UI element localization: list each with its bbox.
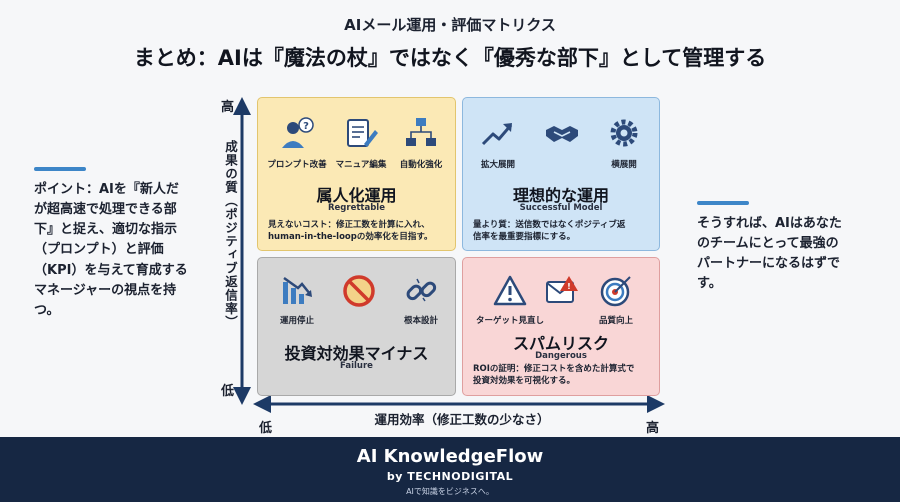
page-subtitle: AIメール運用・評価マトリクス [344, 16, 556, 34]
flowchart-icon [406, 118, 436, 146]
quadrant-title: 属人化運用 [316, 186, 397, 205]
document-edit-icon [347, 119, 378, 147]
quadrant-description: 量より質：送信数ではなくポジティブ返 信率を最重要指標にする。 [473, 220, 653, 244]
left-accent-bar [34, 167, 86, 171]
prohibited-icon [343, 275, 375, 307]
left-point-line: ポイント：AIを『新人だ [34, 182, 179, 197]
quadrant-description: ROIの証明：修正コストを含めた計算式で 投資対効果を可視化する。 [473, 364, 653, 388]
target-icon [600, 276, 631, 307]
quadrant-english-label: Dangerous [535, 351, 587, 361]
mail-alert-icon: ! [546, 276, 578, 303]
y-axis-low-label: 低 [221, 384, 235, 399]
quadrant-title: スパムリスク [512, 334, 609, 353]
left-point-line: （KPI）を与えて育成する [34, 262, 188, 278]
handshake-icon [546, 126, 578, 142]
left-point-line: （プロンプト）と評価 [34, 242, 164, 258]
gear-icon [610, 119, 638, 147]
description-line: ROIの証明：修正コストを含めた計算式で [473, 364, 635, 374]
quadrant-description: 見えないコスト：修正工数を計算に入れ、 human-in-the-loopの効率… [268, 220, 448, 244]
right-point-line: パートナーになるはずで [697, 256, 841, 272]
icon-label: プロンプト改善 [267, 160, 327, 170]
quadrant-failure: 運用停止 根本設計 投資対効果マイナス Failure [257, 257, 456, 396]
quadrant-english-label: Regrettable [328, 203, 385, 213]
icon-label: 品質向上 [598, 316, 633, 326]
description-line: 信率を最重要指標にする。 [473, 231, 576, 242]
icon-label: 根本設計 [403, 316, 438, 326]
icon-label: 拡大展開 [480, 160, 515, 170]
icon-label: 運用停止 [279, 316, 314, 326]
svg-text:!: ! [567, 282, 571, 291]
trend-up-icon [481, 123, 513, 146]
quadrant-english-label: Failure [340, 361, 373, 371]
right-accent-bar [697, 201, 749, 205]
footer-company: by TECHNODIGITAL [386, 470, 514, 483]
icon-label: 自動化強化 [399, 160, 443, 170]
quadrant-title: 投資対効果マイナス [284, 344, 429, 363]
left-point-line: が超高速で処理できる部 [34, 202, 177, 218]
footer-brand: AI KnowledgeFlow [356, 446, 544, 467]
description-line: 投資対効果を可視化する。 [473, 375, 576, 386]
description-line: human-in-the-loopの効率化を目指す。 [268, 231, 433, 242]
x-axis-title: 運用効率（修正工数の少なさ） [374, 412, 550, 427]
icon-label: ターゲット見直し [475, 316, 544, 326]
right-point-line: そうすれば、AIはあなた [697, 216, 842, 231]
y-axis-title: 成果の質（ポジティブ返信率） [223, 140, 238, 329]
footer-banner: AI KnowledgeFlow by TECHNODIGITAL AIで知識を… [0, 437, 900, 502]
footer-tagline: AIで知識をビジネスへ。 [406, 487, 494, 496]
left-point-text: ポイント：AIを『新人だ が超高速で処理できる部 下』と捉え、適切な指示 （プロ… [34, 180, 214, 321]
right-point-line: のチームにとって最強の [697, 236, 839, 252]
x-axis-low-label: 低 [259, 421, 273, 436]
right-point-line: す。 [697, 276, 722, 292]
left-point-line: つ。 [34, 302, 60, 318]
chart-down-icon [283, 276, 312, 304]
page-title: まとめ：AIは『魔法の杖』ではなく『優秀な部下』として管理する [133, 46, 767, 70]
right-point-text: そうすれば、AIはあなた のチームにとって最強の パートナーになるはずで す。 [697, 214, 867, 295]
quadrant-title: 理想的な運用 [512, 186, 609, 205]
icon-label: マニュア編集 [335, 160, 387, 170]
x-axis-high-label: 高 [646, 421, 660, 436]
svg-text:?: ? [303, 121, 309, 132]
warning-icon [493, 275, 527, 306]
quadrant-successful-model: 拡大展開 横展開 理想的な運用 Successful Model 量より質：送信… [462, 97, 660, 251]
quadrant-dangerous: ! ターゲット見直し 品質向上 スパムリスク Dangerous ROIの証明：… [462, 257, 660, 396]
description-line: 量より質：送信数ではなくポジティブ返 [473, 220, 626, 230]
description-line: 見えないコスト：修正工数を計算に入れ、 [268, 220, 430, 230]
left-point-line: マネージャーの視点を持 [34, 282, 177, 298]
y-axis-high-label: 高 [221, 100, 235, 115]
quadrant-regrettable: ? プロンプト改善 マニュア編集 自動化強化 属人化運用 Regrettable… [257, 97, 456, 251]
icon-label: 横展開 [611, 160, 637, 170]
person-question-icon: ? [282, 117, 314, 148]
quadrant-english-label: Successful Model [519, 203, 603, 213]
broken-link-icon [406, 278, 437, 302]
left-point-line: 下』と捉え、適切な指示 [34, 222, 178, 238]
